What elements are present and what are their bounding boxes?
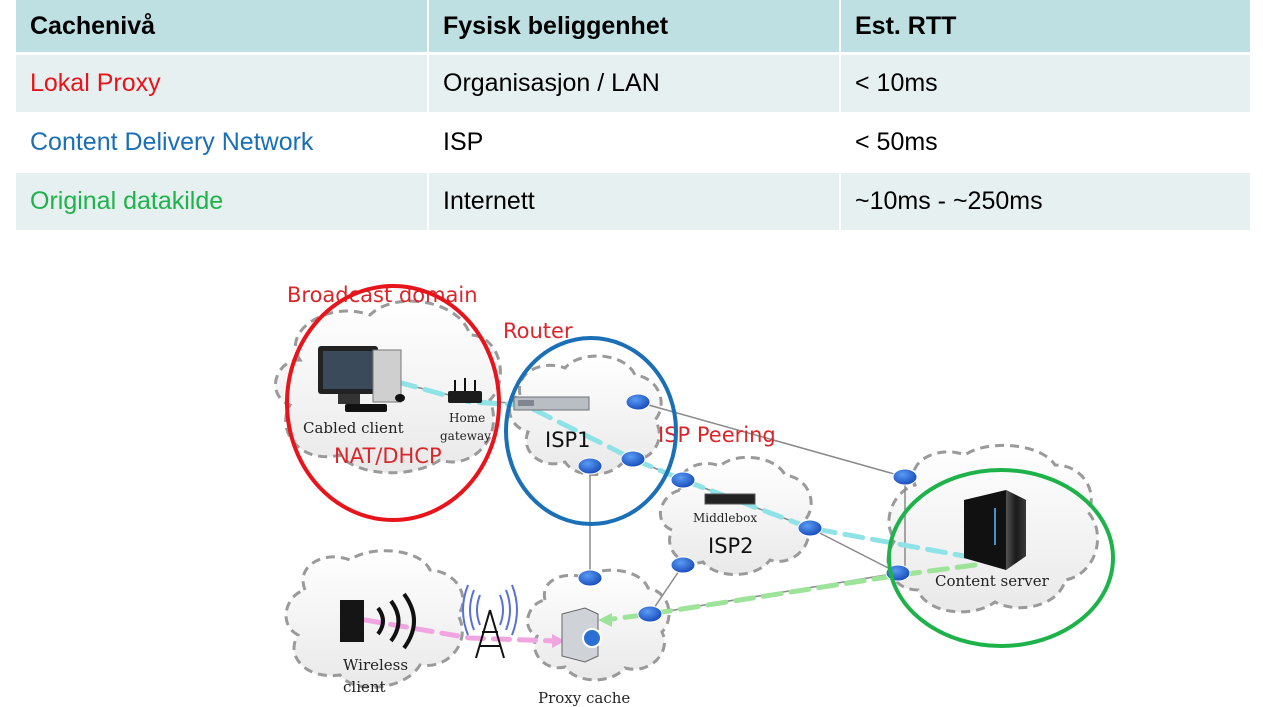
router-icon [577,569,603,587]
router-icon [670,471,696,489]
home-gateway-icon [448,378,482,403]
router-icons [577,393,918,623]
wireless-client-label-1: Wireless [343,656,408,674]
proxy-cache-label: Proxy cache [538,689,630,707]
rtt-cell: ~10ms - ~250ms [839,173,1250,232]
rtt-cell: < 10ms [839,55,1250,114]
router-icon [670,556,696,574]
content-server-icon [964,490,1026,570]
router-icon [797,519,823,537]
local-proxy-highlight-circle [285,284,501,522]
middlebox-icon [704,493,756,505]
svg-text:Wireless client: Wireless client [343,656,413,696]
cloud-wireless [284,549,465,689]
content-server-label: Content server [935,572,1050,590]
svg-text:Home gateway: Home gateway [440,411,491,443]
cloud-isp1 [508,354,663,476]
table-row: Original datakilde Internett ~10ms - ~25… [16,173,1250,232]
cache-levels-table: Cachenivå Fysisk beliggenhet Est. RTT Lo… [16,0,1250,232]
isp2-label: ISP2 [708,534,754,558]
desktop-computer-icon [318,346,405,412]
router-icon [625,393,651,411]
router-icon [637,605,663,623]
cache-level-cell: Lokal Proxy [16,55,427,114]
cache-level-cell: Content Delivery Network [16,114,427,173]
proxy-server-icon [561,607,602,663]
header-est-rtt: Est. RTT [839,0,1250,55]
router-icon [892,468,918,486]
nat-dhcp-label: NAT/DHCP [334,444,442,468]
router-icon [577,457,603,475]
router-icon [620,450,646,468]
table-header-row: Cachenivå Fysisk beliggenhet Est. RTT [16,0,1250,55]
location-cell: Internett [427,173,839,232]
antenna-tower-icon [462,584,518,659]
cache-level-cell: Original datakilde [16,173,427,232]
location-cell: Organisasjon / LAN [427,55,839,114]
wireless-device-icon [340,592,416,650]
table-row: Content Delivery Network ISP < 50ms [16,114,1250,173]
header-cache-level: Cachenivå [16,0,427,55]
router-label: Router [503,319,573,343]
home-gateway-label-1: Home [449,411,485,425]
table-row: Lokal Proxy Organisasjon / LAN < 10ms [16,55,1250,114]
isp1-label: ISP1 [545,428,591,452]
header-physical-location: Fysisk beliggenhet [427,0,839,55]
rtt-cell: < 50ms [839,114,1250,173]
cabled-client-label: Cabled client [303,419,404,437]
wireless-client-label-2: client [343,678,386,696]
middlebox-label: Middlebox [693,511,757,525]
home-gateway-label-2: gateway [440,429,491,443]
cdn-highlight-circle [504,336,678,526]
switch-icon [513,396,590,411]
location-cell: ISP [427,114,839,173]
origin-highlight-circle [887,468,1115,648]
